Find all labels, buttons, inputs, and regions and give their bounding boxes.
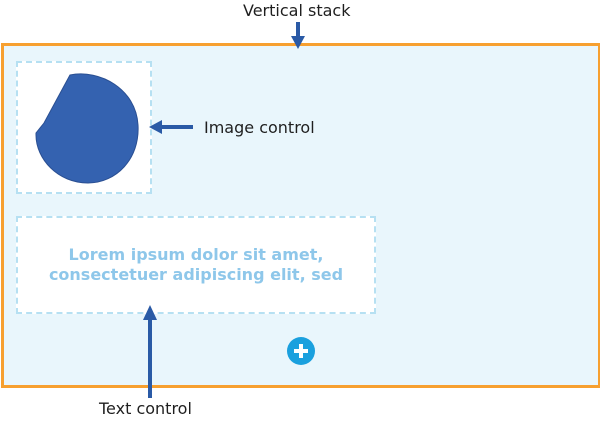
text-control-label: Text control [99, 399, 192, 418]
image-control[interactable] [16, 61, 152, 194]
vertical-stack-label: Vertical stack [243, 1, 351, 20]
text-control-content: Lorem ipsum dolor sit amet, consectetuer… [48, 245, 344, 284]
text-control[interactable]: Lorem ipsum dolor sit amet, consectetuer… [16, 216, 376, 314]
add-button[interactable] [287, 337, 315, 365]
blob-shape-icon [35, 73, 139, 184]
image-control-label: Image control [204, 118, 315, 137]
